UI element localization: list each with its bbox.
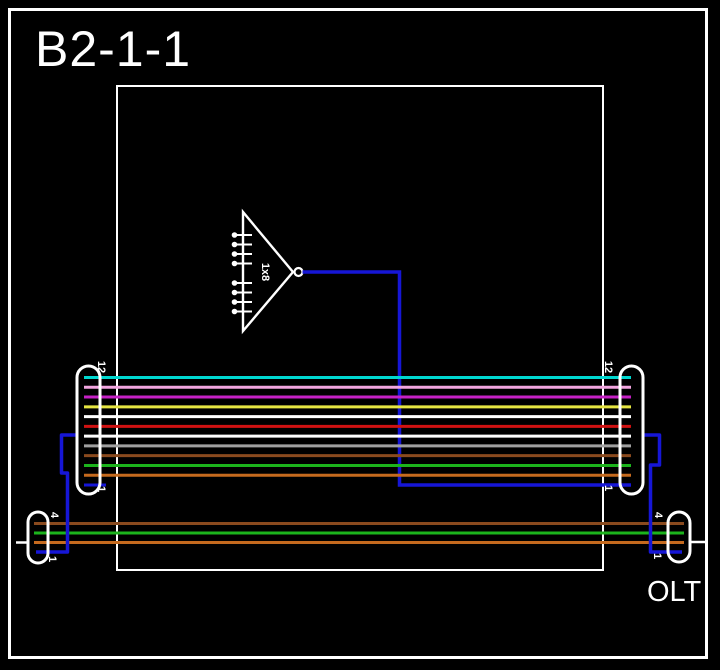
splitter-port-dot-3 [231,251,238,257]
splitter-ratio-label: 1x8 [259,263,271,281]
right-ribbon-connector [618,364,645,496]
splitter-port-dot-8 [231,308,238,315]
right-cable4-connector [666,510,692,564]
cable4-fibers [34,522,684,544]
left-cable4-connector [26,510,50,565]
splitter-port-dot-2 [231,241,238,248]
diagram-title: B2-1-1 [35,21,191,77]
splitter-port-dot-4 [231,260,238,267]
left-ribbon-connector [75,364,102,496]
outer-border [8,8,708,659]
splitter-ports [231,232,252,315]
splitter-port-dot-6 [231,289,238,296]
left-cable4-top-count: 4 [48,512,60,519]
right-ribbon-bottom-count: 1 [602,485,614,491]
left-cable4-bottom-count: 1 [46,556,58,562]
left-riser-blue-line [36,433,77,554]
right-cable4-top-count: 4 [652,512,664,519]
splitter-port-dot-1 [231,232,238,238]
left-ribbon-top-count: 12 [95,361,107,373]
splitter-port-dot-5 [231,280,238,286]
splitter-output-node [293,266,304,278]
left-ribbon-bottom-count: 1 [95,486,107,492]
splitter-1x8: 1x8 [231,208,304,335]
right-cable4-bottom-count: 1 [651,553,663,559]
olt-label: OLT [647,576,702,608]
right-riser-blue-line [643,433,682,554]
splitter-triangle [241,208,295,335]
right-ribbon-top-count: 12 [602,361,614,373]
splitter-port-dot-7 [231,299,238,305]
closure-box [116,85,604,571]
ribbon12-fibers [84,376,631,487]
